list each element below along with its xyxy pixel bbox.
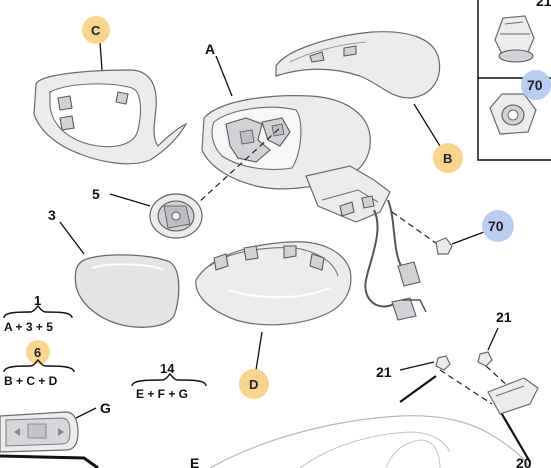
badge-b (433, 143, 463, 173)
label-70-panel: 70 (527, 77, 543, 93)
badge-6 (26, 340, 50, 364)
assembly-line-70 (391, 211, 441, 247)
badge-d (239, 369, 269, 399)
nut-70: 70 (489, 70, 551, 135)
fastener-panel: 21 70 (477, 0, 551, 161)
mirror-glass-3: 3 (48, 207, 180, 328)
formula-14: 14 E + F + G (131, 361, 207, 401)
label-5: 5 (92, 186, 100, 202)
mirror-motor-5: 5 (92, 186, 203, 239)
formula-6-parts: B + C + D (4, 374, 58, 388)
formula-6-number: 6 (34, 345, 41, 360)
formula-14-number: 14 (160, 361, 175, 376)
label-21-right: 21 (496, 309, 512, 325)
clip-fastener-21: 21 (494, 0, 551, 63)
nut-70-main: 70 (435, 210, 514, 255)
formula-1-parts: A + 3 + 5 (4, 320, 53, 334)
label-21-top: 21 (536, 0, 551, 9)
mirror-frame-c: C (33, 16, 188, 165)
label-20: 20 (516, 455, 532, 468)
formula-1: 1 A + 3 + 5 (3, 293, 73, 334)
lower-housing-d: D (195, 241, 352, 399)
mirror-switch-g: G E (0, 400, 199, 468)
mirror-cap-b: B (275, 31, 463, 173)
formula-6: 6 B + C + D (3, 340, 75, 388)
badge-70-panel (521, 70, 551, 100)
label-70-main: 70 (488, 218, 504, 234)
label-e: E (190, 455, 199, 468)
badge-70-main (482, 210, 514, 242)
label-g: G (100, 400, 111, 416)
bracket-assembly: 21 21 20 (376, 309, 539, 468)
label-3: 3 (48, 207, 56, 223)
mirror-switch-icon (27, 423, 47, 439)
label-c: C (91, 23, 101, 38)
formula-1-number: 1 (34, 293, 41, 308)
mirror-housing-a: A (201, 41, 427, 321)
label-a: A (205, 41, 215, 57)
label-d: D (249, 377, 258, 392)
badge-c (82, 16, 110, 44)
label-b: B (443, 151, 452, 166)
formula-14-parts: E + F + G (136, 387, 188, 401)
assembly-line-5 (185, 125, 283, 215)
label-21-left: 21 (376, 364, 392, 380)
